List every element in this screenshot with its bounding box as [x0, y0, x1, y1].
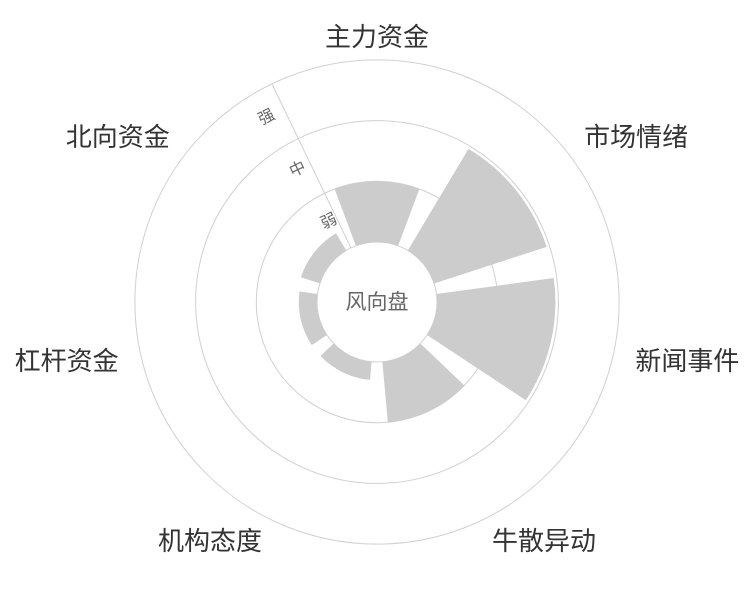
bars	[298, 148, 556, 423]
bar-2	[407, 148, 547, 284]
radial-tick-label: 中	[286, 157, 309, 181]
radial-tick-label: 弱	[317, 209, 340, 233]
category-label: 主力资金	[325, 23, 429, 53]
category-label: 机构态度	[158, 527, 262, 557]
category-label: 新闻事件	[635, 347, 739, 377]
bar-3	[427, 278, 556, 401]
category-label: 市场情绪	[584, 123, 688, 153]
bar-6	[298, 291, 327, 346]
bar-1	[334, 181, 420, 246]
grid-circle	[195, 120, 559, 484]
category-label: 牛散异动	[492, 527, 596, 557]
center-title: 风向盘	[346, 290, 409, 314]
bar-5	[320, 343, 372, 380]
radial-tick-label: 强	[255, 105, 278, 129]
grid-circle	[134, 59, 620, 545]
radial-axis: 弱 中 强	[255, 83, 352, 249]
bar-4	[382, 343, 465, 423]
category-label: 杠杆资金	[15, 347, 119, 377]
category-label: 北向资金	[66, 123, 170, 153]
radial-axis-line	[271, 83, 352, 249]
bar-7	[300, 233, 347, 284]
